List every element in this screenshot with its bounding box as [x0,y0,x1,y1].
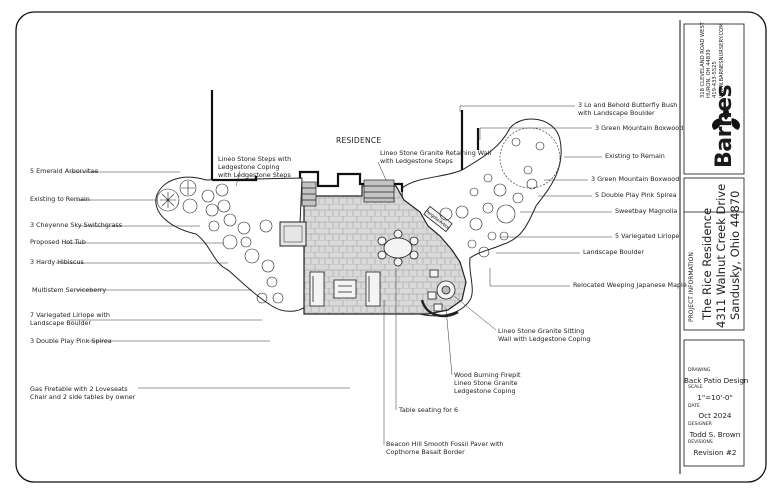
label-emerald-arborvitae: 5 Emerald Arborvitae [30,167,99,175]
label-serviceberry: Multistem Serviceberry [32,286,107,294]
label-sweetbay-magnolia: Sweetbay Magnolia [615,207,678,215]
label-boxwood-2: 3 Green Mountain Boxwood [591,175,680,183]
firetable-seating [309,271,381,307]
label-table-seating: Table seating for 6 [399,406,459,414]
label-retaining-wall: Lineo Stone Granite Retaining Wall with … [380,149,492,166]
label-paver: Beacon Hill Smooth Fossil Paver with Cop… [386,440,504,457]
field-value-date: Oct 2024 [698,411,732,420]
field-label-drawing: DRAWING [688,368,711,373]
field-label-designer: DESIGNER [688,422,712,427]
sheet-border [15,11,767,483]
leader-lines [56,105,612,445]
label-stone-steps: Lineo Stone Steps with Ledgestone Coping… [218,155,292,180]
planting-bed-left [155,176,307,312]
residence-label: RESIDENCE [336,136,382,145]
plant-symbols-right [439,127,561,258]
pergola-sign [423,205,453,233]
label-existing-right: Existing to Remain [605,152,665,160]
dining-table [377,229,419,267]
field-value-revisions: Revision #2 [693,448,737,457]
logo-leaf-icon [712,106,740,130]
label-hardy-hibiscus: 3 Hardy Hibiscus [30,258,84,266]
label-sitting-wall: Lineo Stone Granite Sitting Wall with Le… [498,327,591,344]
field-value-designer: Todd S. Brown [689,430,741,439]
label-variegated-liriope-right: 5 Variegated Liriope [615,232,680,240]
plant-symbols-left [156,179,284,304]
stone-steps [301,179,395,207]
field-value-scale: 1"=10'-0" [697,393,733,402]
label-variegated-liriope-left: 7 Variegated Liriope with Landscape Boul… [30,311,110,328]
residence-wall [210,90,480,192]
label-firepit: Wood Burning Firepit Lineo Stone Granite… [454,371,521,396]
label-existing-left: Existing to Remain [30,195,90,203]
field-value-drawing: Back Patio Design [684,376,749,385]
project-info-heading: PROJECT INFORMATION [688,252,695,322]
label-pink-spirea-left: 3 Double Play Pink Spirea [30,337,112,345]
label-switchgrass: 3 Cheyenne Sky Switchgrass [30,221,123,229]
title-block [683,23,745,467]
firepit [420,269,459,318]
field-label-revisions: REVISIONS [688,440,713,445]
label-landscape-boulder: Landscape Boulder [583,248,645,256]
field-label-scale: SCALE [688,385,703,390]
field-label-date: DATE [688,404,700,409]
label-gas-firetable: Gas Firetable with 2 Loveseats Chair and… [30,385,136,402]
project-city: Sandusky, Ohio 44870 [728,190,742,320]
project-street: 4311 Walnut Creek Drive [714,183,728,328]
label-pink-spirea-right: 5 Double Play Pink Spirea [595,191,677,199]
label-japanese-maple: Relocated Weeping Japanese Maple [573,281,687,289]
project-name: The Rice Residence [700,207,714,320]
label-boxwood-1: 3 Green Mountain Boxwood [595,124,684,132]
label-hot-tub: Proposed Hot Tub [30,238,86,246]
planting-bed-right [401,118,562,317]
label-butterfly-bush: 3 Lo and Behold Butterfly Bush with Land… [578,101,678,118]
company-logo: Barnes [712,84,737,168]
